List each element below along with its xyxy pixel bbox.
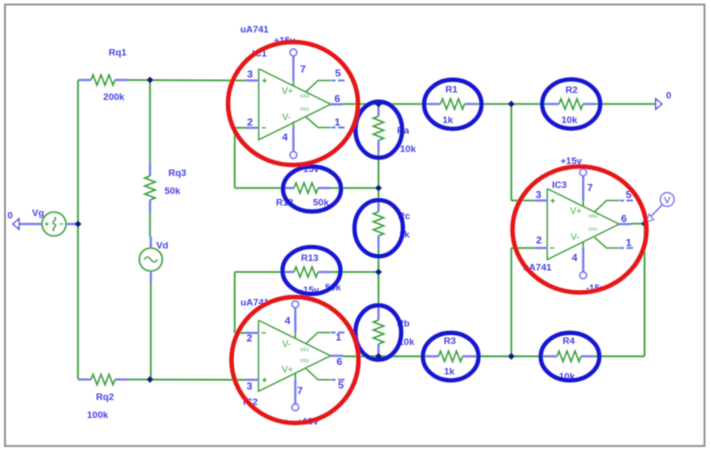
svg-text:0: 0 — [666, 91, 671, 102]
svg-text:V+: V+ — [570, 206, 581, 216]
svg-text:+15v: +15v — [561, 156, 583, 167]
svg-text:7: 7 — [297, 385, 303, 397]
svg-text:OS1: OS1 — [589, 227, 599, 232]
svg-text:5: 5 — [338, 380, 344, 392]
svg-text:OS2: OS2 — [300, 358, 310, 363]
svg-text:7: 7 — [587, 182, 593, 194]
svg-text:Rq3: Rq3 — [168, 168, 186, 179]
svg-text:Rc: Rc — [398, 211, 410, 222]
svg-text:Rb: Rb — [397, 319, 410, 330]
svg-text:uA741: uA741 — [523, 263, 552, 274]
svg-text:V+: V+ — [282, 86, 293, 96]
svg-text:10k: 10k — [399, 337, 416, 348]
svg-text:V-: V- — [282, 339, 291, 349]
svg-text:1k: 1k — [443, 115, 454, 126]
svg-text:Vg: Vg — [32, 208, 44, 219]
svg-text:2: 2 — [247, 333, 253, 345]
svg-text:uA741: uA741 — [240, 25, 269, 36]
svg-text:0: 0 — [8, 211, 13, 222]
svg-text:1: 1 — [334, 117, 340, 129]
svg-text:10k: 10k — [559, 372, 576, 383]
svg-text:5: 5 — [626, 189, 632, 201]
svg-text:6: 6 — [621, 213, 627, 225]
svg-text:R2: R2 — [566, 85, 578, 96]
svg-text:3: 3 — [247, 381, 253, 393]
svg-text:2: 2 — [536, 235, 542, 247]
svg-text:4: 4 — [572, 252, 578, 264]
svg-text:OS2: OS2 — [300, 94, 310, 99]
svg-text:uA741: uA741 — [241, 298, 270, 309]
svg-text:-15v: -15v — [300, 164, 320, 175]
svg-text:6: 6 — [337, 356, 343, 368]
svg-text:5: 5 — [335, 68, 341, 80]
svg-text:IC3: IC3 — [552, 180, 567, 191]
svg-text:2: 2 — [247, 117, 253, 129]
svg-text:IC1: IC1 — [252, 49, 268, 60]
svg-text:R3: R3 — [444, 336, 456, 347]
svg-text:R13: R13 — [301, 253, 318, 264]
svg-text:Rq1: Rq1 — [109, 48, 128, 59]
svg-text:10k: 10k — [400, 144, 417, 155]
svg-text:200k: 200k — [103, 92, 125, 103]
svg-text:1: 1 — [626, 237, 632, 249]
svg-text:7: 7 — [300, 64, 306, 76]
svg-text:10k: 10k — [561, 115, 578, 126]
svg-text:Rq2: Rq2 — [96, 392, 114, 403]
svg-text:100k: 100k — [87, 410, 109, 421]
svg-text:1k: 1k — [399, 230, 410, 241]
svg-text:-15v: -15v — [300, 285, 320, 296]
svg-text:R4: R4 — [563, 336, 576, 347]
svg-text:OS1: OS1 — [300, 347, 310, 352]
svg-text:1: 1 — [336, 332, 342, 344]
svg-text:3: 3 — [536, 189, 542, 201]
svg-text:R1: R1 — [445, 85, 458, 96]
svg-text:50k: 50k — [165, 186, 182, 197]
svg-text:Vd: Vd — [156, 241, 168, 252]
svg-text:V-: V- — [571, 232, 580, 242]
svg-text:V+: V+ — [282, 365, 293, 375]
svg-text:4: 4 — [285, 315, 291, 327]
svg-text:1k: 1k — [444, 367, 455, 378]
svg-text:OS1: OS1 — [300, 107, 310, 112]
svg-text:R12: R12 — [276, 198, 293, 209]
svg-text:4: 4 — [282, 132, 288, 144]
svg-text:V-: V- — [282, 112, 291, 122]
svg-text:6: 6 — [334, 93, 340, 105]
svg-text:OS2: OS2 — [589, 214, 599, 219]
svg-text:50k: 50k — [313, 198, 330, 209]
svg-text:3: 3 — [247, 69, 253, 81]
